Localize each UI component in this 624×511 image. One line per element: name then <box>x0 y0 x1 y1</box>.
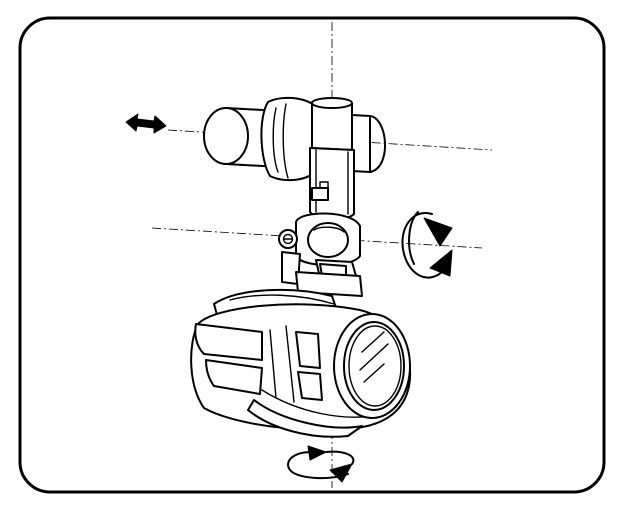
mount-stem <box>309 97 355 221</box>
horizontal-slide-arrow-icon <box>125 113 167 134</box>
pivot-joint <box>278 212 361 266</box>
lamp-bracket <box>281 251 363 297</box>
swivel-rotation-arrow-icon <box>287 445 355 483</box>
tube-clamp <box>260 96 319 182</box>
lamp-housing <box>190 288 412 438</box>
tilt-rotation-arrow-icon <box>401 211 453 279</box>
